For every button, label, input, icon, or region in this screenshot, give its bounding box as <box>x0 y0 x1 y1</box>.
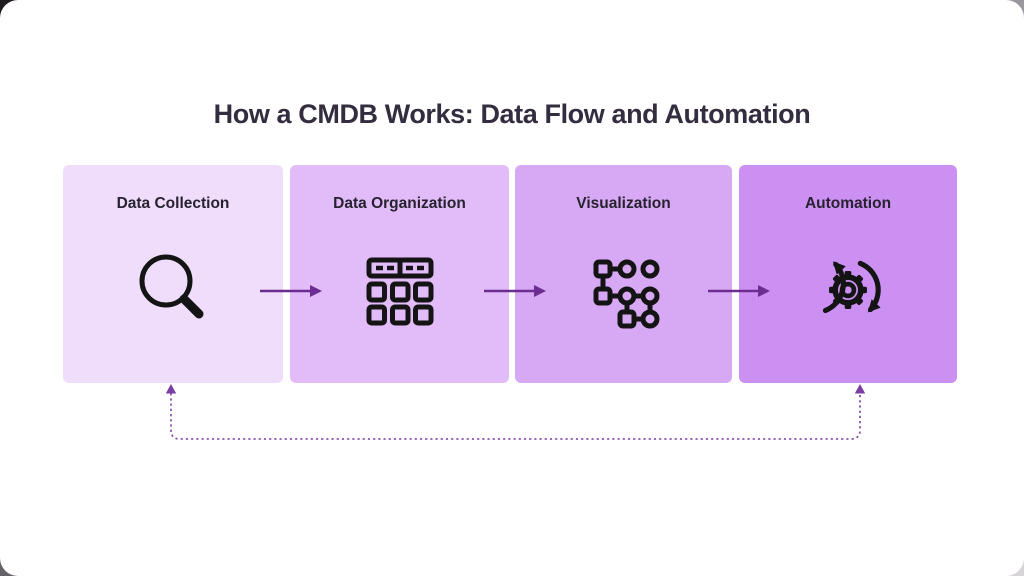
feedback-loop-arrow <box>165 384 866 440</box>
table-grid-icon <box>359 249 441 331</box>
forward-arrow-icon <box>484 285 546 297</box>
step-box-visualization: Visualization <box>515 165 732 383</box>
page-title: How a CMDB Works: Data Flow and Automati… <box>213 99 811 129</box>
magnifier-search-icon <box>132 249 214 331</box>
network-graph-icon <box>583 249 665 331</box>
step-label: Data Organization <box>333 195 466 212</box>
forward-arrow-icon <box>260 285 322 297</box>
forward-arrow-icon <box>708 285 770 297</box>
step-box-data-collection: Data Collection <box>63 165 283 383</box>
gear-sync-icon <box>807 249 889 331</box>
step-label: Visualization <box>576 195 671 212</box>
step-box-automation: Automation <box>739 165 957 383</box>
step-box-data-organization: Data Organization <box>290 165 509 383</box>
step-label: Automation <box>804 195 892 212</box>
step-label: Data Collection <box>116 195 230 212</box>
